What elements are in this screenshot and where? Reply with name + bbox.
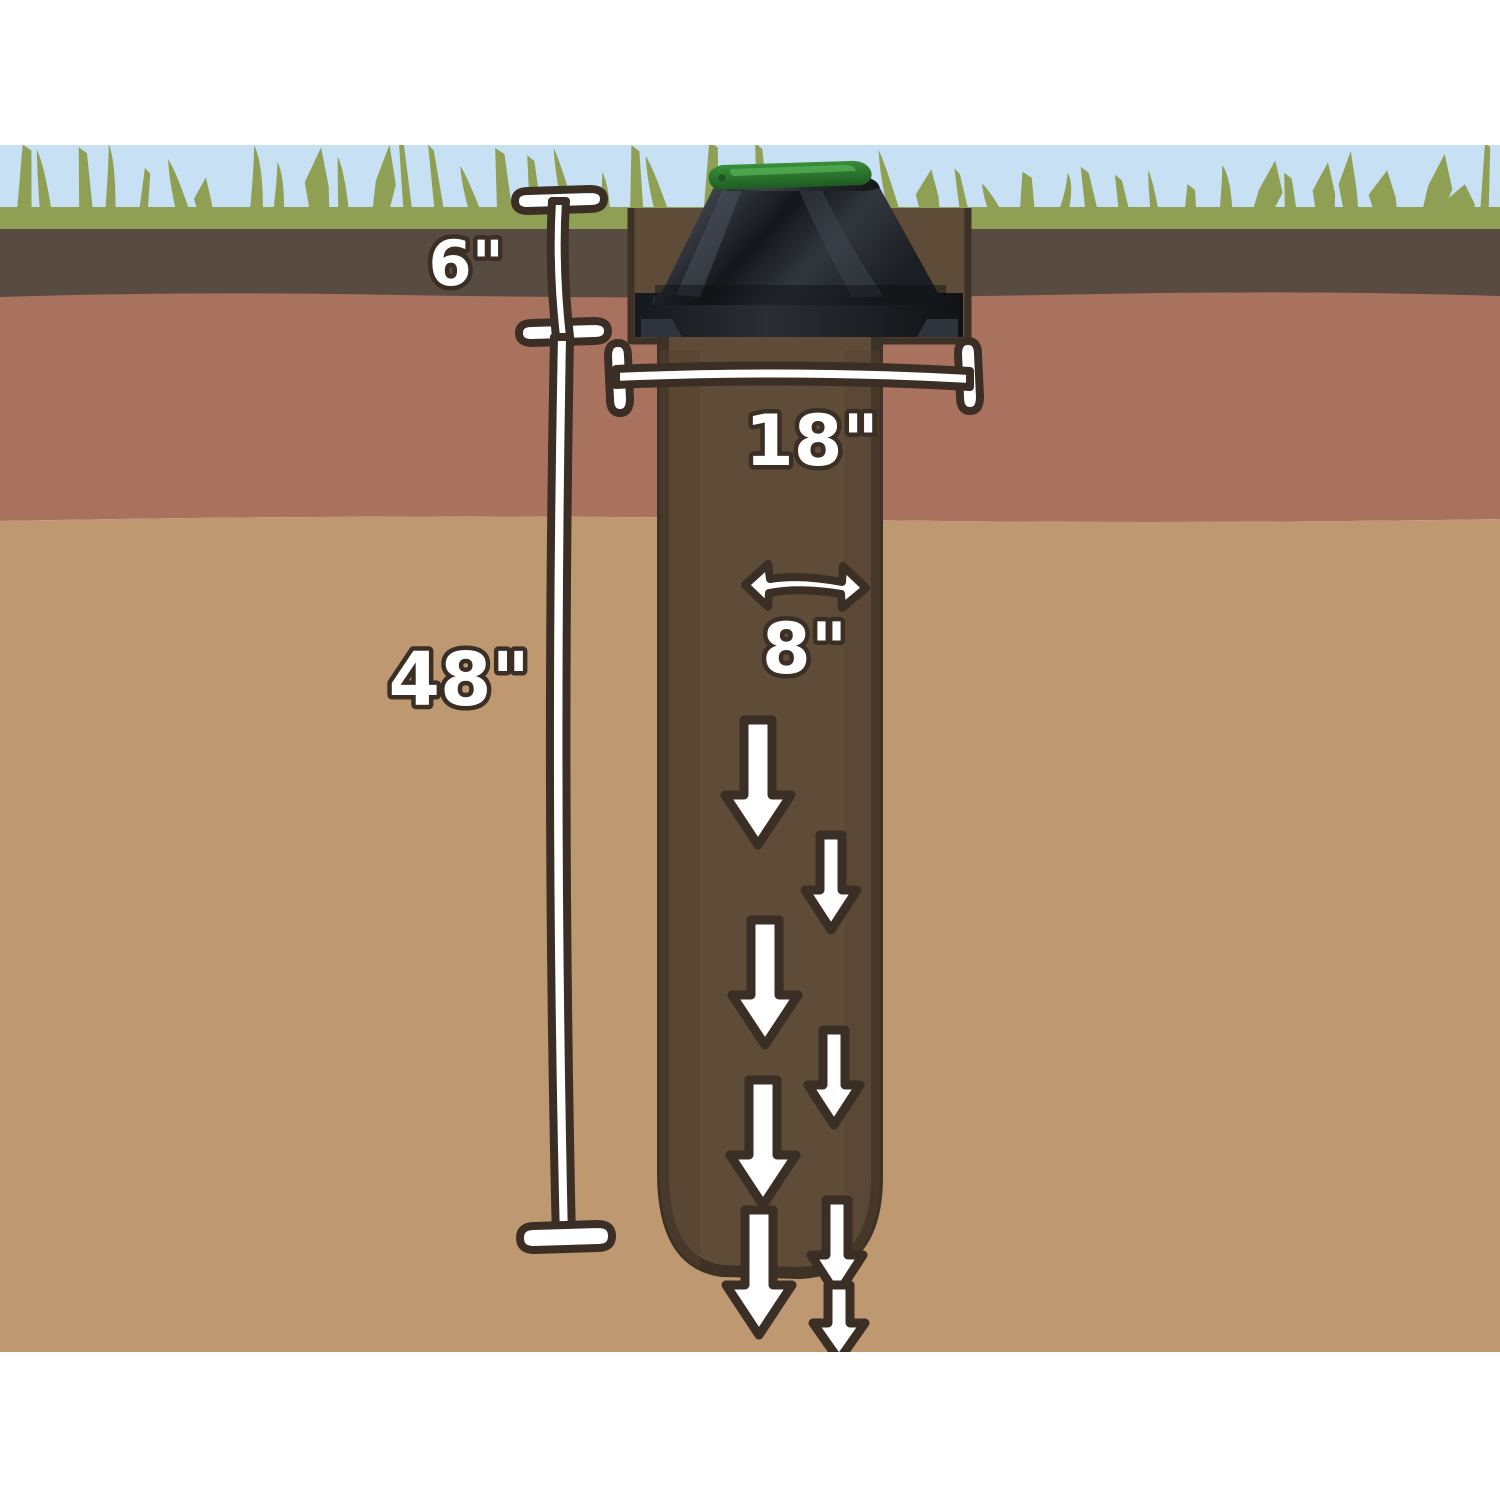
basin-highlight-center <box>795 181 884 297</box>
grass-blade <box>1479 145 1491 225</box>
dimension-label-8in: 8" <box>762 608 847 690</box>
dim-8in-double-arrow-icon <box>741 560 870 612</box>
cross-section-svg: 6" 48" 18" <box>0 145 1500 1352</box>
grass-blade <box>271 162 285 227</box>
grass-blade <box>1114 174 1133 225</box>
grass-blade <box>36 149 54 227</box>
grass-blade <box>1284 172 1299 225</box>
grass-blade <box>1148 169 1162 227</box>
grass-blade <box>878 150 905 227</box>
dimension-label-48in: 48" <box>388 637 530 723</box>
grass-blade <box>168 159 195 227</box>
dim-6in-line <box>546 197 574 341</box>
flow-arrow-down-icon <box>800 830 862 935</box>
grass-blade <box>1218 165 1233 227</box>
grass-blade <box>629 145 645 225</box>
grass-blade <box>1080 166 1102 225</box>
water-flow-arrows <box>720 715 870 1352</box>
grass-blade <box>495 148 515 225</box>
basin-shadow-lower <box>655 285 946 305</box>
grass-blade <box>1443 184 1475 225</box>
dimension-6in: 6" <box>424 185 612 347</box>
dim-48in-cap-bottom <box>516 1220 616 1254</box>
flow-arrow-down-icon <box>721 1205 797 1340</box>
dimension-48in: 48" <box>384 333 616 1254</box>
grass-blade <box>1052 172 1072 227</box>
grass-blade <box>1338 151 1360 225</box>
dimension-8in: 8" <box>741 560 870 695</box>
flow-arrow-down-icon <box>808 1280 870 1352</box>
trench-shading <box>660 350 880 1275</box>
basin-highlight-left <box>676 187 742 297</box>
flow-arrow-down-icon <box>725 1075 801 1210</box>
grass-blade <box>370 145 396 225</box>
flow-arrow-down-icon <box>727 915 803 1050</box>
dim-18in-line <box>612 361 974 391</box>
grass-blade <box>337 156 351 227</box>
flow-arrow-down-icon <box>806 1195 868 1300</box>
grass-blade <box>1248 160 1283 225</box>
grass-blade <box>428 145 447 225</box>
dim-48in-line <box>545 333 576 1244</box>
grass-blade <box>248 145 263 227</box>
grass-blade <box>15 145 32 225</box>
grass-blade <box>78 147 95 225</box>
basin-lid-highlight <box>730 165 856 176</box>
grass-blade <box>103 145 116 227</box>
grass-blade <box>193 177 216 225</box>
drainage-basin <box>635 160 963 337</box>
cross-section-figure: 6" 48" 18" <box>0 145 1500 1352</box>
flow-arrow-down-icon <box>803 1025 865 1130</box>
grass-blade <box>1312 162 1336 225</box>
dimension-label-6in: 6" <box>429 227 504 300</box>
basin-flange-foot-left <box>641 319 682 337</box>
grass-blade <box>399 145 415 225</box>
grass-blade <box>1019 171 1036 225</box>
grass-blade <box>1368 170 1399 225</box>
basin-lid-bolt-icon <box>718 174 726 182</box>
grass-blade <box>304 147 330 225</box>
grass-blade <box>460 165 487 227</box>
grass-blade <box>137 167 151 225</box>
flow-arrow-down-icon <box>720 715 796 850</box>
basin-flange-foot-right <box>917 319 958 337</box>
dimension-18in: 18" <box>604 337 984 487</box>
grass-blade <box>982 183 1011 227</box>
dimension-label-18in: 18" <box>745 400 879 482</box>
grass-blade <box>1183 184 1197 225</box>
